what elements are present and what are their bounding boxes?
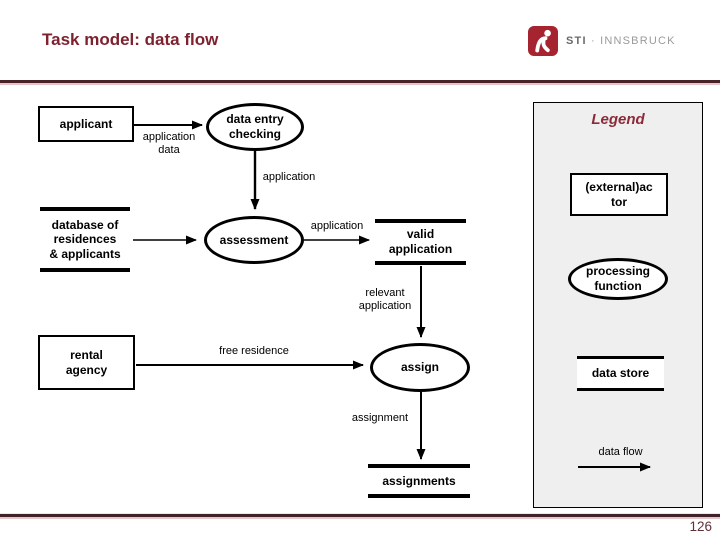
legend-title: Legend <box>591 111 645 128</box>
node-data-entry-checking: data entry checking <box>206 103 304 151</box>
footer-divider <box>0 513 720 519</box>
node-database-of-residences: database of residences & applicants <box>40 207 130 272</box>
node-assessment: assessment <box>204 216 304 264</box>
legend-processing-function: processing function <box>568 258 668 300</box>
node-applicant: applicant <box>38 106 134 142</box>
legend-panel: Legend (external)ac tor processing funct… <box>533 102 703 508</box>
flow-label-application-data: application data <box>142 131 196 157</box>
brand-sti: STI <box>566 35 587 47</box>
sti-logo: STI · INNSBRUCK <box>528 26 676 56</box>
flow-label-application-1: application <box>262 171 316 183</box>
node-assignments: assignments <box>368 464 470 498</box>
legend-data-store: data store <box>577 356 664 391</box>
flow-label-relevant-application: relevant application <box>358 287 412 313</box>
node-assign: assign <box>370 343 470 392</box>
flow-label-assignment: assignment <box>351 412 409 424</box>
legend-data-flow-label: data flow <box>598 446 643 458</box>
header-divider <box>0 80 720 85</box>
flow-label-free-residence: free residence <box>219 345 289 357</box>
node-valid-application: valid application <box>375 219 466 265</box>
brand-text: STI · INNSBRUCK <box>566 35 676 47</box>
flow-label-application-2: application <box>310 220 364 232</box>
legend-external-actor: (external)ac tor <box>570 173 668 216</box>
page-number: 126 <box>689 519 712 534</box>
sti-logo-icon <box>528 26 558 56</box>
page-title: Task model: data flow <box>42 30 219 49</box>
node-rental-agency: rental agency <box>38 335 135 390</box>
brand-innsbruck: · INNSBRUCK <box>590 35 676 47</box>
